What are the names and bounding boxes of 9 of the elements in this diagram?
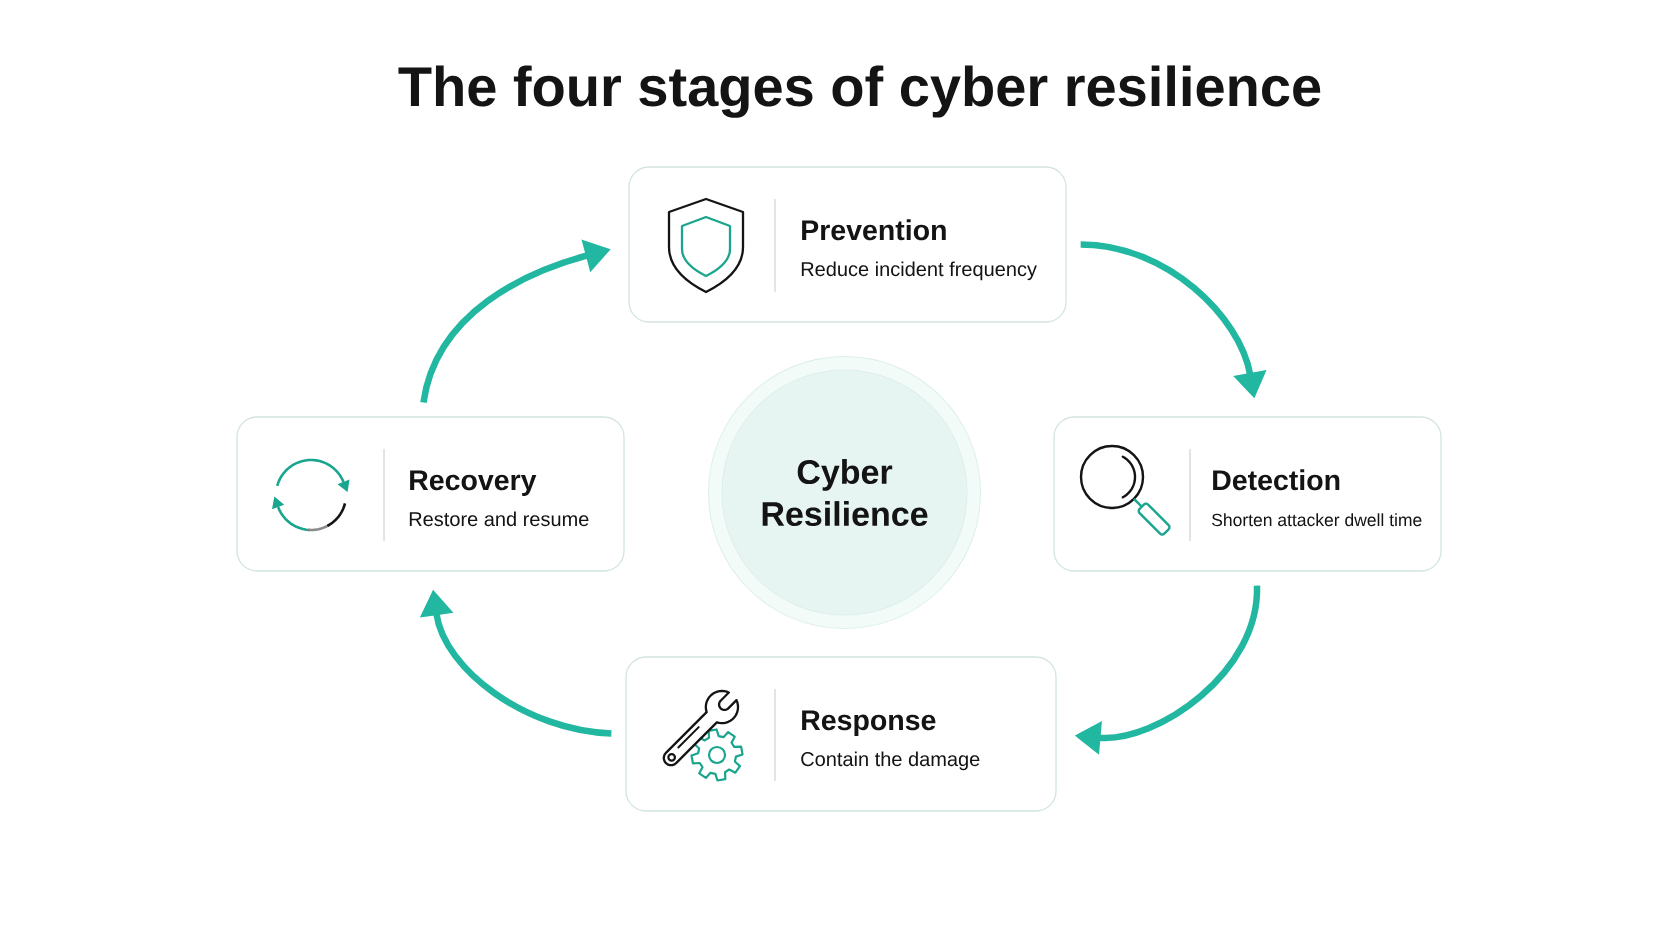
stage-title: Response — [802, 710, 936, 736]
stage-title: Prevention — [802, 219, 946, 241]
title: The four stages of cyber resilience — [398, 65, 1321, 118]
stage-title: Recovery — [410, 470, 537, 496]
stage-description: Restore and resume — [409, 511, 589, 527]
stage-description: Contain the damage — [801, 751, 980, 771]
stage-description: Reduce incident frequency — [801, 261, 1037, 281]
stage-description: Shorten attacker dwell time — [1212, 513, 1422, 527]
stage-title: Detection — [1213, 469, 1340, 491]
